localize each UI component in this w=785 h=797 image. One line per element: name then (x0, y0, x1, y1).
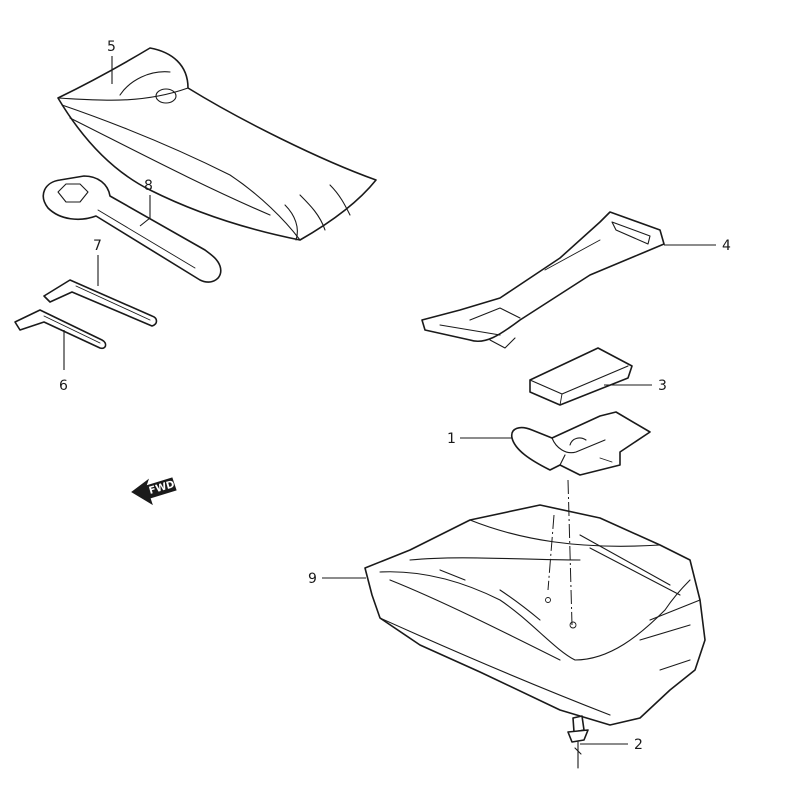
callout-5: 5 (107, 39, 116, 55)
tool-tray (364, 504, 706, 726)
bracket (510, 411, 651, 476)
hex-key-large (43, 279, 158, 327)
box-wrench (42, 175, 222, 283)
fwd-arrow: FWD (131, 477, 177, 506)
callout-1: 1 (447, 431, 456, 447)
strap (421, 211, 665, 349)
alignment-line (567, 479, 573, 626)
callout-8: 8 (144, 178, 153, 194)
push-rivet (567, 715, 589, 769)
hex-key-small (14, 309, 107, 350)
callout-4: 4 (722, 238, 731, 254)
pad (529, 347, 633, 406)
callout-7: 7 (93, 238, 102, 254)
callout-9: 9 (308, 571, 317, 587)
tool-bag (57, 47, 377, 241)
leader-lines (63, 56, 716, 745)
callout-3: 3 (658, 378, 667, 394)
callout-2: 2 (634, 737, 643, 753)
leader-8 (139, 195, 151, 227)
callout-6: 6 (59, 378, 68, 394)
